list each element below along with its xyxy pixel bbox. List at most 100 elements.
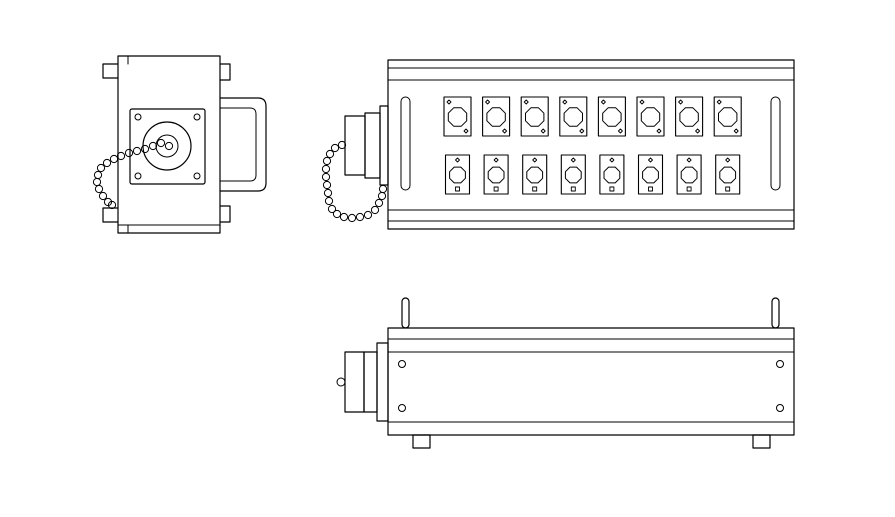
connector-key-mark [656,128,662,134]
chain-bead [325,149,335,159]
connector-key-mark [648,157,653,163]
side-view-connector-ring [142,121,192,171]
top-view-body [387,59,795,230]
connector-key-mark [600,99,606,105]
connector-frame [637,154,664,195]
connector-key-mark [716,99,722,105]
connector-socket [680,166,698,184]
connector-key-mark [523,99,529,105]
chain-bead [94,184,104,194]
front-view-left-post [401,297,410,329]
chain-bead [116,151,126,161]
large-connector [636,96,665,137]
large-connector [443,96,472,137]
connector-key-mark [609,157,615,163]
chain-bead [355,212,365,222]
chain-bead [339,212,349,222]
connector-key-mark [648,186,653,192]
chain-bead [327,204,337,214]
small-connector [522,154,548,195]
connector-frame [675,96,704,137]
chain-bead [330,143,340,153]
small-connector [637,154,664,195]
connector-socket [447,107,468,127]
front-view-right-post [771,297,780,329]
connector-key-mark [725,186,731,192]
connector-socket [719,166,737,184]
chain-bead [124,148,134,158]
side-view-bottom-left-tab [102,207,119,223]
side-view-top-left-tab [102,63,119,79]
chain-bead [374,198,384,208]
connector-key-mark [686,157,692,163]
screw-hole [776,404,784,412]
connector-socket [449,166,466,184]
screw-hole [193,113,201,121]
connector-key-mark [617,128,623,134]
large-connector [482,96,511,137]
chain-bead [322,180,332,190]
side-view-top-right-bracket [219,63,231,81]
screw-hole [134,113,142,121]
top-view-connector-cap [344,115,366,176]
screw-hole [134,172,142,180]
front-view-right-foot [752,434,771,449]
connector-key-mark [455,186,460,192]
side-view-handle-inner [219,107,257,182]
chain-bead [322,156,332,166]
screw-hole [398,360,406,368]
front-view [336,297,795,449]
small-connector [560,154,586,195]
small-connector [599,154,625,195]
top-view-right-slot [770,96,781,191]
small-connector [483,154,509,195]
side-view-connector-plate [129,108,206,185]
chain-bead [92,177,102,187]
connector-key-mark [493,186,499,192]
small-connector [715,154,741,195]
connector-socket [487,166,505,184]
connector-key-mark [570,157,576,163]
front-view-left-foot [412,434,431,449]
chain-bead [321,164,331,174]
connector-frame [599,154,625,195]
small-connector [444,154,471,195]
top-view-connector-housing [364,112,381,179]
front-view-body [387,327,795,436]
chain-bead [148,141,158,151]
connector-key-mark [493,157,499,163]
chain-bead [107,200,117,210]
chain-bead [132,146,142,156]
connector-key-mark [540,128,546,134]
chain-bead [337,140,347,150]
connector-socket [640,107,661,127]
connector-socket [602,107,622,127]
top-view-connector-row-1 [443,96,742,137]
large-connector [713,96,742,137]
connector-frame [715,154,741,195]
front-view-connector-housing [363,351,378,413]
top-view [321,59,795,230]
front-view-connector-cap [344,351,365,413]
chain-bead [156,138,166,148]
connector-frame [522,154,548,195]
connector-socket [564,166,582,184]
connector-frame [559,96,588,137]
chain-bead [102,158,112,168]
top-view-bead-chain [321,140,388,223]
side-view-bottom-right-bracket [219,205,231,223]
connector-frame [676,154,702,195]
connector-key-mark [532,186,538,192]
top-view-left-slot [400,96,411,191]
side-view-body [117,55,221,234]
chain-bead [140,144,150,154]
chain-bead [324,196,334,206]
connector-key-mark [609,186,615,192]
connector-socket [679,107,699,127]
connector-frame [520,96,549,137]
chain-bead [109,154,119,164]
connector-socket [525,107,545,127]
connector-key-mark [725,157,731,163]
screw-hole [193,172,201,180]
large-connector [597,96,626,137]
